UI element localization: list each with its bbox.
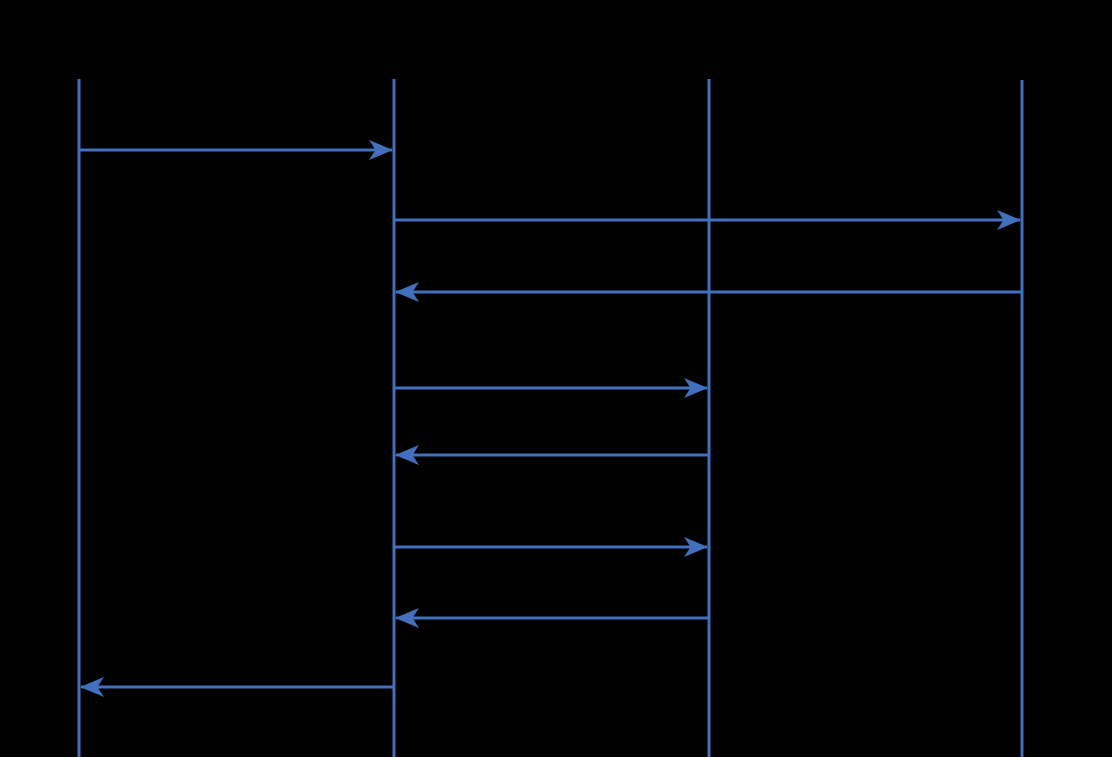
messages-group xyxy=(79,140,1022,697)
lifelines-group xyxy=(77,79,1024,757)
